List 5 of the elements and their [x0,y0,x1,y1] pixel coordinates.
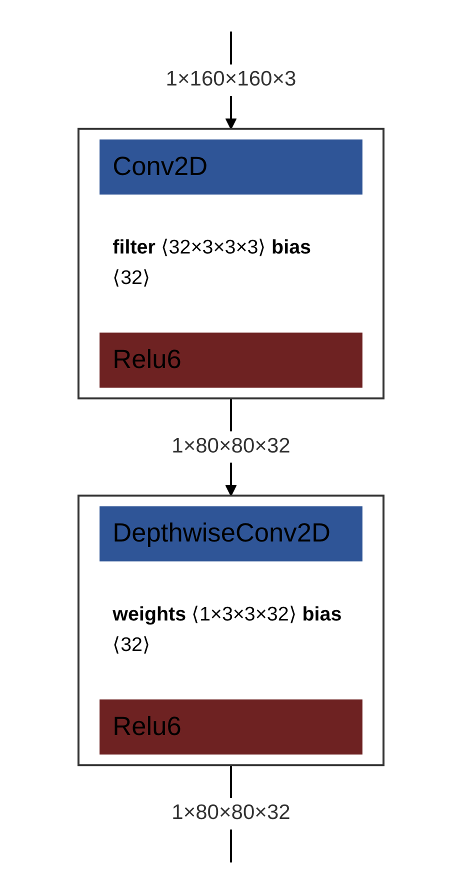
edge-label: 1×160×160×3 [166,68,296,91]
node-box: Conv2D filter ⟨32×3×3×3⟩ bias ⟨32⟩ Relu6 [78,128,384,400]
node-box: DepthwiseConv2D weights ⟨1×3×3×32⟩ bias ⟨32⟩ Relu6 [78,494,384,766]
edge-label: 1×80×80×32 [172,802,290,824]
edge-label: 1×80×80×32 [172,435,290,458]
